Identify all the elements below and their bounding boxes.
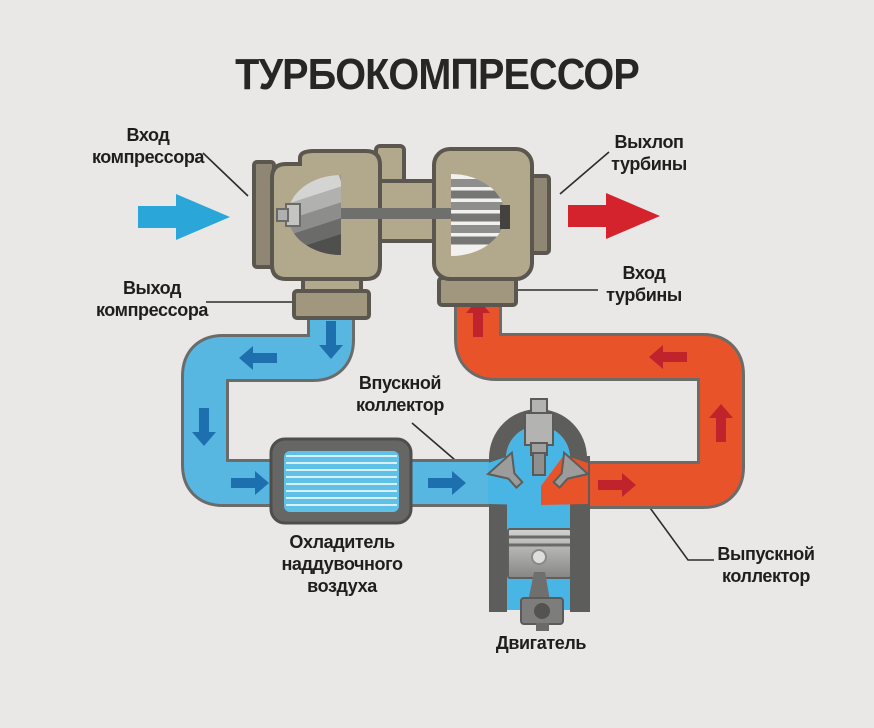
exhaust-valve xyxy=(552,450,591,489)
turbine-wheel xyxy=(451,174,510,256)
page-title: ТУРБОКОМПРЕССОР xyxy=(235,50,640,99)
compressor-outlet-flange xyxy=(292,289,371,320)
crank-nub xyxy=(536,623,549,631)
intake-valve xyxy=(485,450,524,489)
callout-compressor-inlet xyxy=(202,152,249,197)
spark-plug xyxy=(524,398,554,476)
callout-lines xyxy=(202,151,714,561)
valves xyxy=(485,450,591,489)
label-intercooler: Охладитель наддувочного воздуха xyxy=(281,532,403,596)
engine xyxy=(485,398,591,631)
cylinder-head xyxy=(489,409,587,458)
compressor-nose-nut xyxy=(276,203,301,227)
label-intake-manifold: Впускной коллектор xyxy=(356,373,444,415)
label-compressor-outlet: Выход компрессора xyxy=(95,278,209,320)
turbo-shaft xyxy=(332,208,456,219)
intercooler-core xyxy=(284,451,399,512)
label-turbine-inlet: Вход турбины xyxy=(606,263,682,305)
crank-journal xyxy=(534,603,550,619)
label-turbine-exhaust: Выхлоп турбины xyxy=(611,132,687,174)
turbine-hub xyxy=(500,205,510,229)
air-inlet-arrow-icon xyxy=(138,194,230,240)
wrist-pin xyxy=(531,549,547,565)
callout-turbine-exhaust xyxy=(559,151,610,195)
label-compressor-inlet: Вход компрессора xyxy=(91,125,205,167)
callout-exhaust-manifold xyxy=(644,500,714,561)
callout-intake-manifold xyxy=(411,422,463,467)
turbine-inlet-flange xyxy=(437,276,518,307)
hot-pipe xyxy=(457,293,742,506)
intercooler xyxy=(269,437,413,525)
turbocharger xyxy=(252,144,551,320)
label-exhaust-manifold: Выпускной коллектор xyxy=(717,544,815,586)
intercooler-fins xyxy=(286,455,397,506)
label-engine: Двигатель xyxy=(495,633,587,653)
exhaust-outlet-arrow-icon xyxy=(568,193,660,239)
